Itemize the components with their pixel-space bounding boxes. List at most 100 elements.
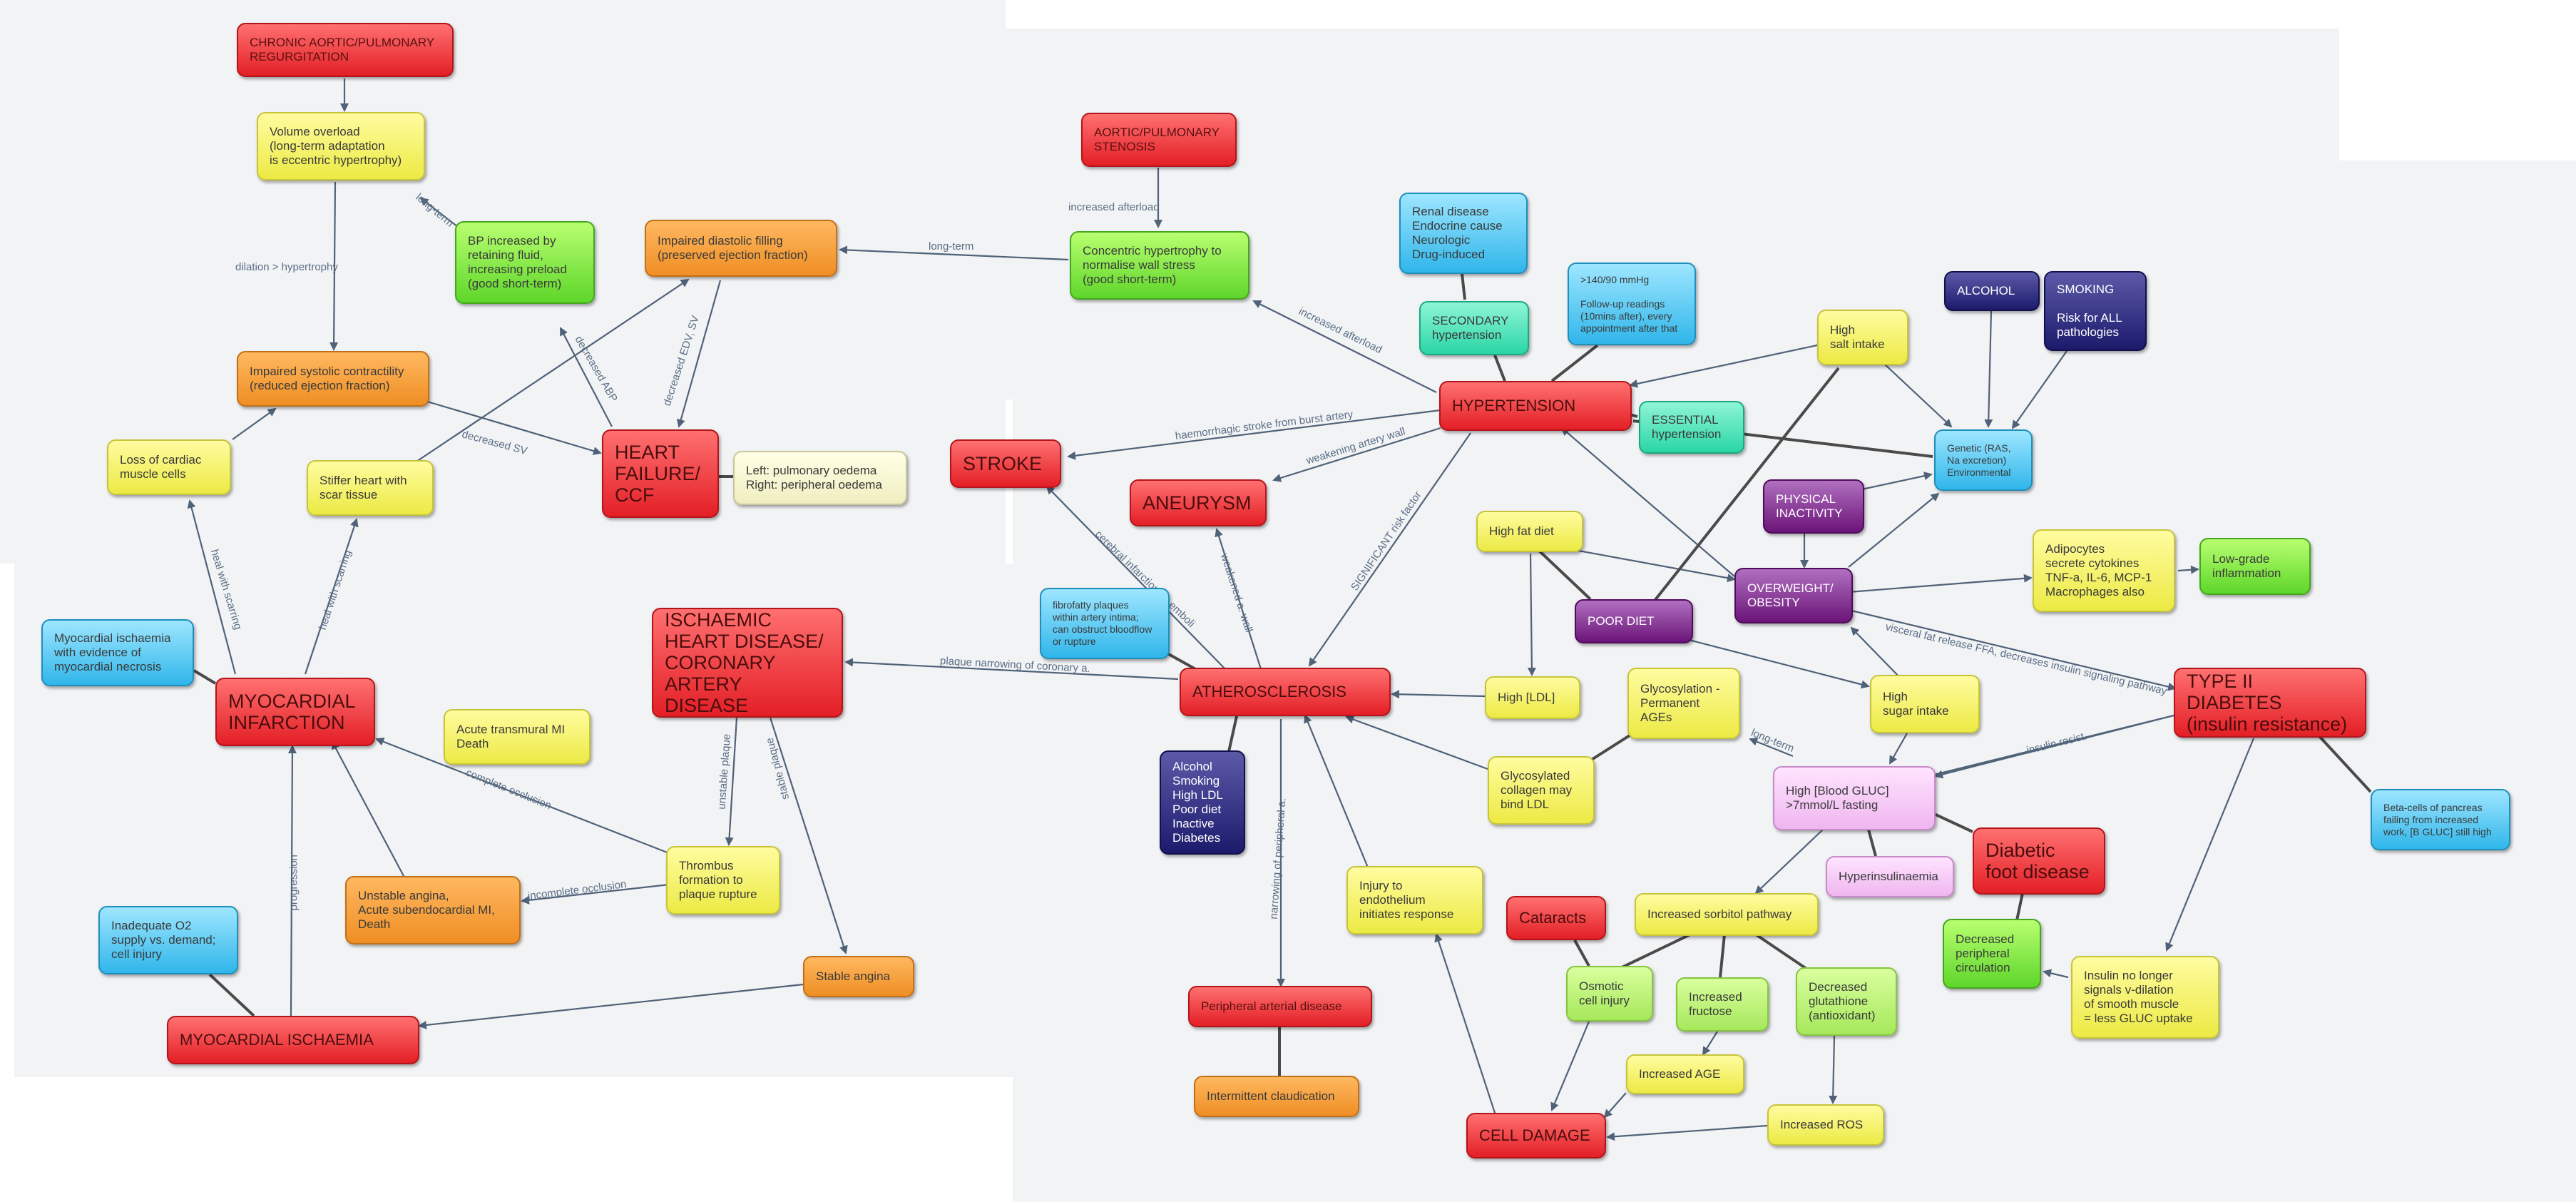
node-sorbitol[interactable]: Increased sorbitol pathway <box>1635 893 1819 936</box>
link-cataract-osmotic <box>1573 939 1590 967</box>
node-glycosylation[interactable]: Glycosylation - Permanent AGEs <box>1627 668 1740 739</box>
node-secondary-hypertension[interactable]: SECONDARY hypertension <box>1419 301 1529 355</box>
node-hyperinsulinaemia[interactable]: Hyperinsulinaemia <box>1826 856 1954 897</box>
edge-diastolic-hf <box>676 280 722 428</box>
node-heart-failure[interactable]: HEART FAILURE/ CCF <box>602 429 719 518</box>
node-myocardial-infarction[interactable]: MYOCARDIAL INFARCTION <box>215 678 375 746</box>
node-essential-hypertension[interactable]: ESSENTIAL hypertension <box>1639 401 1744 454</box>
node-increased-ros[interactable]: Increased ROS <box>1767 1104 1884 1146</box>
node-diabetic-foot[interactable]: Diabetic foot disease <box>1973 827 2105 895</box>
node-glycosylated-collagen[interactable]: Glycosylated collagen may bind LDL <box>1488 756 1595 825</box>
label-progression: progression <box>287 855 300 911</box>
node-acute-transmural[interactable]: Acute transmural MI Death <box>444 709 591 765</box>
edge-hyper-athero <box>1308 432 1471 667</box>
node-smoking[interactable]: SMOKING Risk for ALL pathologies <box>2044 271 2147 351</box>
edge-age-celldamage <box>1603 1092 1627 1119</box>
node-type-ii-diabetes[interactable]: TYPE II DIABETES (insulin resistance) <box>2174 668 2366 738</box>
node-high-ldl[interactable]: High [LDL] <box>1485 676 1580 719</box>
node-myocardial-necrosis[interactable]: Myocardial ischaemia with evidence of my… <box>41 619 194 686</box>
edge-celldamage-injury <box>1434 933 1498 1118</box>
node-fibrofatty-plaques[interactable]: fibrofatty plaques within artery intima;… <box>1040 588 1170 659</box>
edge-thrombus-mi <box>375 738 670 855</box>
link-renal-secondary <box>1461 273 1466 300</box>
node-aortic-stenosis[interactable]: AORTIC/PULMONARY STENOSIS <box>1081 113 1237 167</box>
node-ischaemic-heart-disease[interactable]: ISCHAEMIC HEART DISEASE/ CORONARY ARTERY… <box>652 608 843 718</box>
link-type2-beta <box>2318 735 2372 793</box>
node-adipocytes[interactable]: Adipocytes secrete cytokines TNF-a, IL-6… <box>2033 529 2175 612</box>
node-intermittent-claudication[interactable]: Intermittent claudication <box>1194 1076 1359 1117</box>
node-impaired-diastolic[interactable]: Impaired diastolic filling (preserved ej… <box>645 220 837 277</box>
node-cell-damage[interactable]: CELL DAMAGE <box>1466 1113 1606 1158</box>
edge-collagen-athero <box>1345 715 1488 770</box>
link-reading-hyper <box>1550 344 1599 382</box>
node-poor-diet[interactable]: POOR DIET <box>1575 599 1693 643</box>
node-concentric-hypertrophy[interactable]: Concentric hypertrophy to normalise wall… <box>1070 231 1249 300</box>
node-high-fat-diet[interactable]: High fat diet <box>1476 511 1583 552</box>
edge-gluc-sorbitol <box>1754 829 1824 895</box>
node-stiffer-heart[interactable]: Stiffer heart with scar tissue <box>307 460 434 516</box>
node-atherosclerosis[interactable]: ATHEROSCLEROSIS <box>1180 668 1391 716</box>
link-foot-peripheral <box>2015 892 2024 921</box>
node-high-sugar[interactable]: High sugar intake <box>1870 675 1980 733</box>
node-blood-gluc[interactable]: High [Blood GLUC] >7mmol/L fasting <box>1773 766 1936 830</box>
node-stable-angina[interactable]: Stable angina <box>803 956 914 997</box>
edge-smoking-genetic <box>2011 350 2068 429</box>
edge-stiffer-diastolic <box>416 278 690 462</box>
node-stroke[interactable]: STROKE <box>950 439 1061 488</box>
node-aneurysm[interactable]: ANEURYSM <box>1130 479 1267 526</box>
edge-thrombus-unstable <box>521 883 670 905</box>
node-chronic-regurgitation[interactable]: CHRONIC AORTIC/PULMONARY REGURGITATION <box>237 23 454 77</box>
node-myocardial-ischaemia[interactable]: MYOCARDIAL ISCHAEMIA <box>167 1016 419 1064</box>
edge-salt-hyper <box>1629 344 1818 388</box>
node-cataracts[interactable]: Cataracts <box>1506 896 1606 940</box>
label-increased-afterload-1: increased afterload <box>1068 201 1160 213</box>
node-genetic[interactable]: Genetic (RAS, Na excretion) Environmenta… <box>1934 429 2033 491</box>
node-loss-cardiac[interactable]: Loss of cardiac muscle cells <box>107 439 231 495</box>
link-secondary-hyper <box>1493 355 1506 382</box>
edge-overweight-adipocytes <box>1848 574 2033 594</box>
node-thrombus[interactable]: Thrombus formation to plaque rupture <box>666 846 780 915</box>
node-alcohol-top[interactable]: ALCOHOL <box>1944 271 2040 311</box>
node-physical-inactivity[interactable]: PHYSICAL INACTIVITY <box>1763 479 1864 534</box>
node-renal-disease[interactable]: Renal disease Endocrine cause Neurologic… <box>1399 193 1528 274</box>
edge-gluc-glycosylation <box>1749 738 1794 758</box>
node-bp-increased[interactable]: BP increased by retaining fluid, increas… <box>455 221 595 304</box>
node-beta-cells[interactable]: Beta-cells of pancreas failing from incr… <box>2371 789 2510 850</box>
node-low-grade-inflammation[interactable]: Low-grade inflammation <box>2199 538 2311 595</box>
node-increased-age[interactable]: Increased AGE <box>1626 1054 1744 1094</box>
edge-overweight-genetic <box>1848 492 1940 568</box>
node-overweight-obesity[interactable]: OVERWEIGHT/ OBESITY <box>1734 568 1853 623</box>
label-long-term-1: long-term <box>929 240 974 253</box>
node-oedema[interactable]: Left: pulmonary oedema Right: peripheral… <box>733 451 907 505</box>
node-hypertension[interactable]: HYPERTENSION <box>1439 381 1632 431</box>
node-risk-list[interactable]: Alcohol Smoking High LDL Poor diet Inact… <box>1160 750 1245 855</box>
edge-athero-stroke <box>1046 485 1226 670</box>
edge-type2-gluc <box>1934 712 2183 779</box>
label-dilation: dilation > hypertrophy <box>235 261 338 273</box>
edge-ldl-athero <box>1391 690 1486 699</box>
edge-insulin-peripheral <box>2043 969 2069 979</box>
node-bp-reading[interactable]: >140/90 mmHg Follow-up readings (10mins … <box>1568 263 1696 345</box>
node-injury-endothelium[interactable]: Injury to endothelium initiates response <box>1346 866 1483 934</box>
edge-hyper-stroke <box>1067 409 1441 460</box>
node-peripheral-arterial-disease[interactable]: Peripheral arterial disease <box>1188 986 1372 1027</box>
node-high-salt[interactable]: High salt intake <box>1817 310 1908 365</box>
node-increased-fructose[interactable]: Increased fructose <box>1676 977 1769 1032</box>
node-insulin-no-longer[interactable]: Insulin no longer signals v-dilation of … <box>2071 956 2219 1039</box>
node-decreased-peripheral[interactable]: Decreased peripheral circulation <box>1943 919 2041 989</box>
edge-concentric-diastolic <box>839 245 1069 261</box>
link-risk-athero <box>1227 715 1238 755</box>
link-highfat-poordiet <box>1536 548 1592 601</box>
node-volume-overload[interactable]: Volume overload (long-term adaptation is… <box>257 112 425 180</box>
node-decreased-glutathione[interactable]: Decreased glutathione (antioxidant) <box>1796 967 1897 1036</box>
edge-osmotic-celldamage <box>1550 1021 1590 1111</box>
link-salt-poordiet <box>1653 367 1840 602</box>
node-unstable-angina[interactable]: Unstable angina, Acute subendocardial MI… <box>345 876 521 944</box>
node-osmotic-injury[interactable]: Osmotic cell injury <box>1566 966 1653 1022</box>
node-impaired-systolic[interactable]: Impaired systolic contractility (reduced… <box>237 351 429 407</box>
edge-athero-ihd <box>844 658 1179 681</box>
edge-glutathione-ros <box>1829 1035 1838 1104</box>
node-inadequate-o2[interactable]: Inadequate O2 supply vs. demand; cell in… <box>98 906 238 974</box>
edge-loss-systolic <box>232 407 277 440</box>
edge-type2-insulin <box>2165 738 2255 952</box>
